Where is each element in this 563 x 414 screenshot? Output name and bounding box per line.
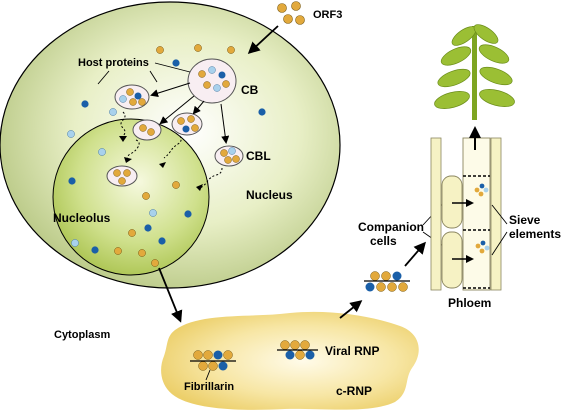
orf3-entry-arrow	[247, 25, 279, 55]
rnp-to-companion-arrow	[404, 241, 426, 267]
phloem-tissue	[430, 137, 502, 291]
sieve-rnp-particles	[474, 183, 490, 254]
cytoplasm-label: Cytoplasm	[54, 329, 110, 341]
orf3-label: ORF3	[313, 9, 342, 21]
sieve-elements-label-line1: Sieve	[509, 213, 541, 227]
complex-contents	[119, 88, 146, 106]
host-proteins-label: Host proteins	[78, 57, 149, 69]
nucleolus-label: Nucleolus	[53, 211, 111, 225]
fibrillarin-cluster	[190, 350, 236, 371]
crnp-label: c-RNP	[336, 384, 372, 398]
vesicle-a	[132, 119, 162, 141]
wavy-arrows	[120, 111, 223, 189]
crnp-blob	[161, 311, 419, 410]
cbl-label: CBL	[246, 149, 271, 163]
plant-icon	[434, 24, 515, 120]
sieve-pointer-1	[491, 204, 508, 225]
cb-contents	[198, 66, 230, 92]
nucleolus-to-crnp-arrow	[158, 267, 183, 323]
sieve-pointer-2	[491, 231, 508, 256]
nucleolus-shape	[52, 118, 210, 276]
cb-to-cbl-arrow	[220, 103, 230, 144]
viral-rnp-cluster	[277, 340, 318, 360]
moving-rnp-cluster	[364, 271, 410, 292]
phloem-label: Phloem	[448, 296, 491, 310]
scattered-particles	[67, 44, 266, 267]
fibrillarin-pointer	[205, 369, 211, 381]
cajal-body	[187, 58, 237, 104]
cb-to-vesicle-a-arrow	[159, 95, 195, 125]
sieve-elements-label-line2: elements	[509, 227, 561, 241]
crnp-to-rnp-arrow	[339, 300, 363, 319]
host-proteins-pointer-1	[97, 70, 110, 85]
companion-cells-label-line2: cells	[370, 234, 397, 248]
wavy-arrowheads	[119, 136, 203, 191]
orf3-particles	[277, 1, 305, 25]
host-proteins-pointer-3	[149, 70, 158, 83]
companion-cells-label-line1: Companion	[358, 220, 424, 234]
cb-to-complex-arrow	[150, 82, 191, 98]
host-proteins-pointer-2	[154, 62, 191, 73]
cb-label: CB	[241, 83, 259, 97]
nucleus-label: Nucleus	[246, 188, 293, 202]
viral-rnp-label: Viral RNP	[325, 344, 379, 358]
fibrillarin-label: Fibrillarin	[184, 381, 234, 393]
cb-to-vesicle-b-arrow	[192, 100, 205, 115]
